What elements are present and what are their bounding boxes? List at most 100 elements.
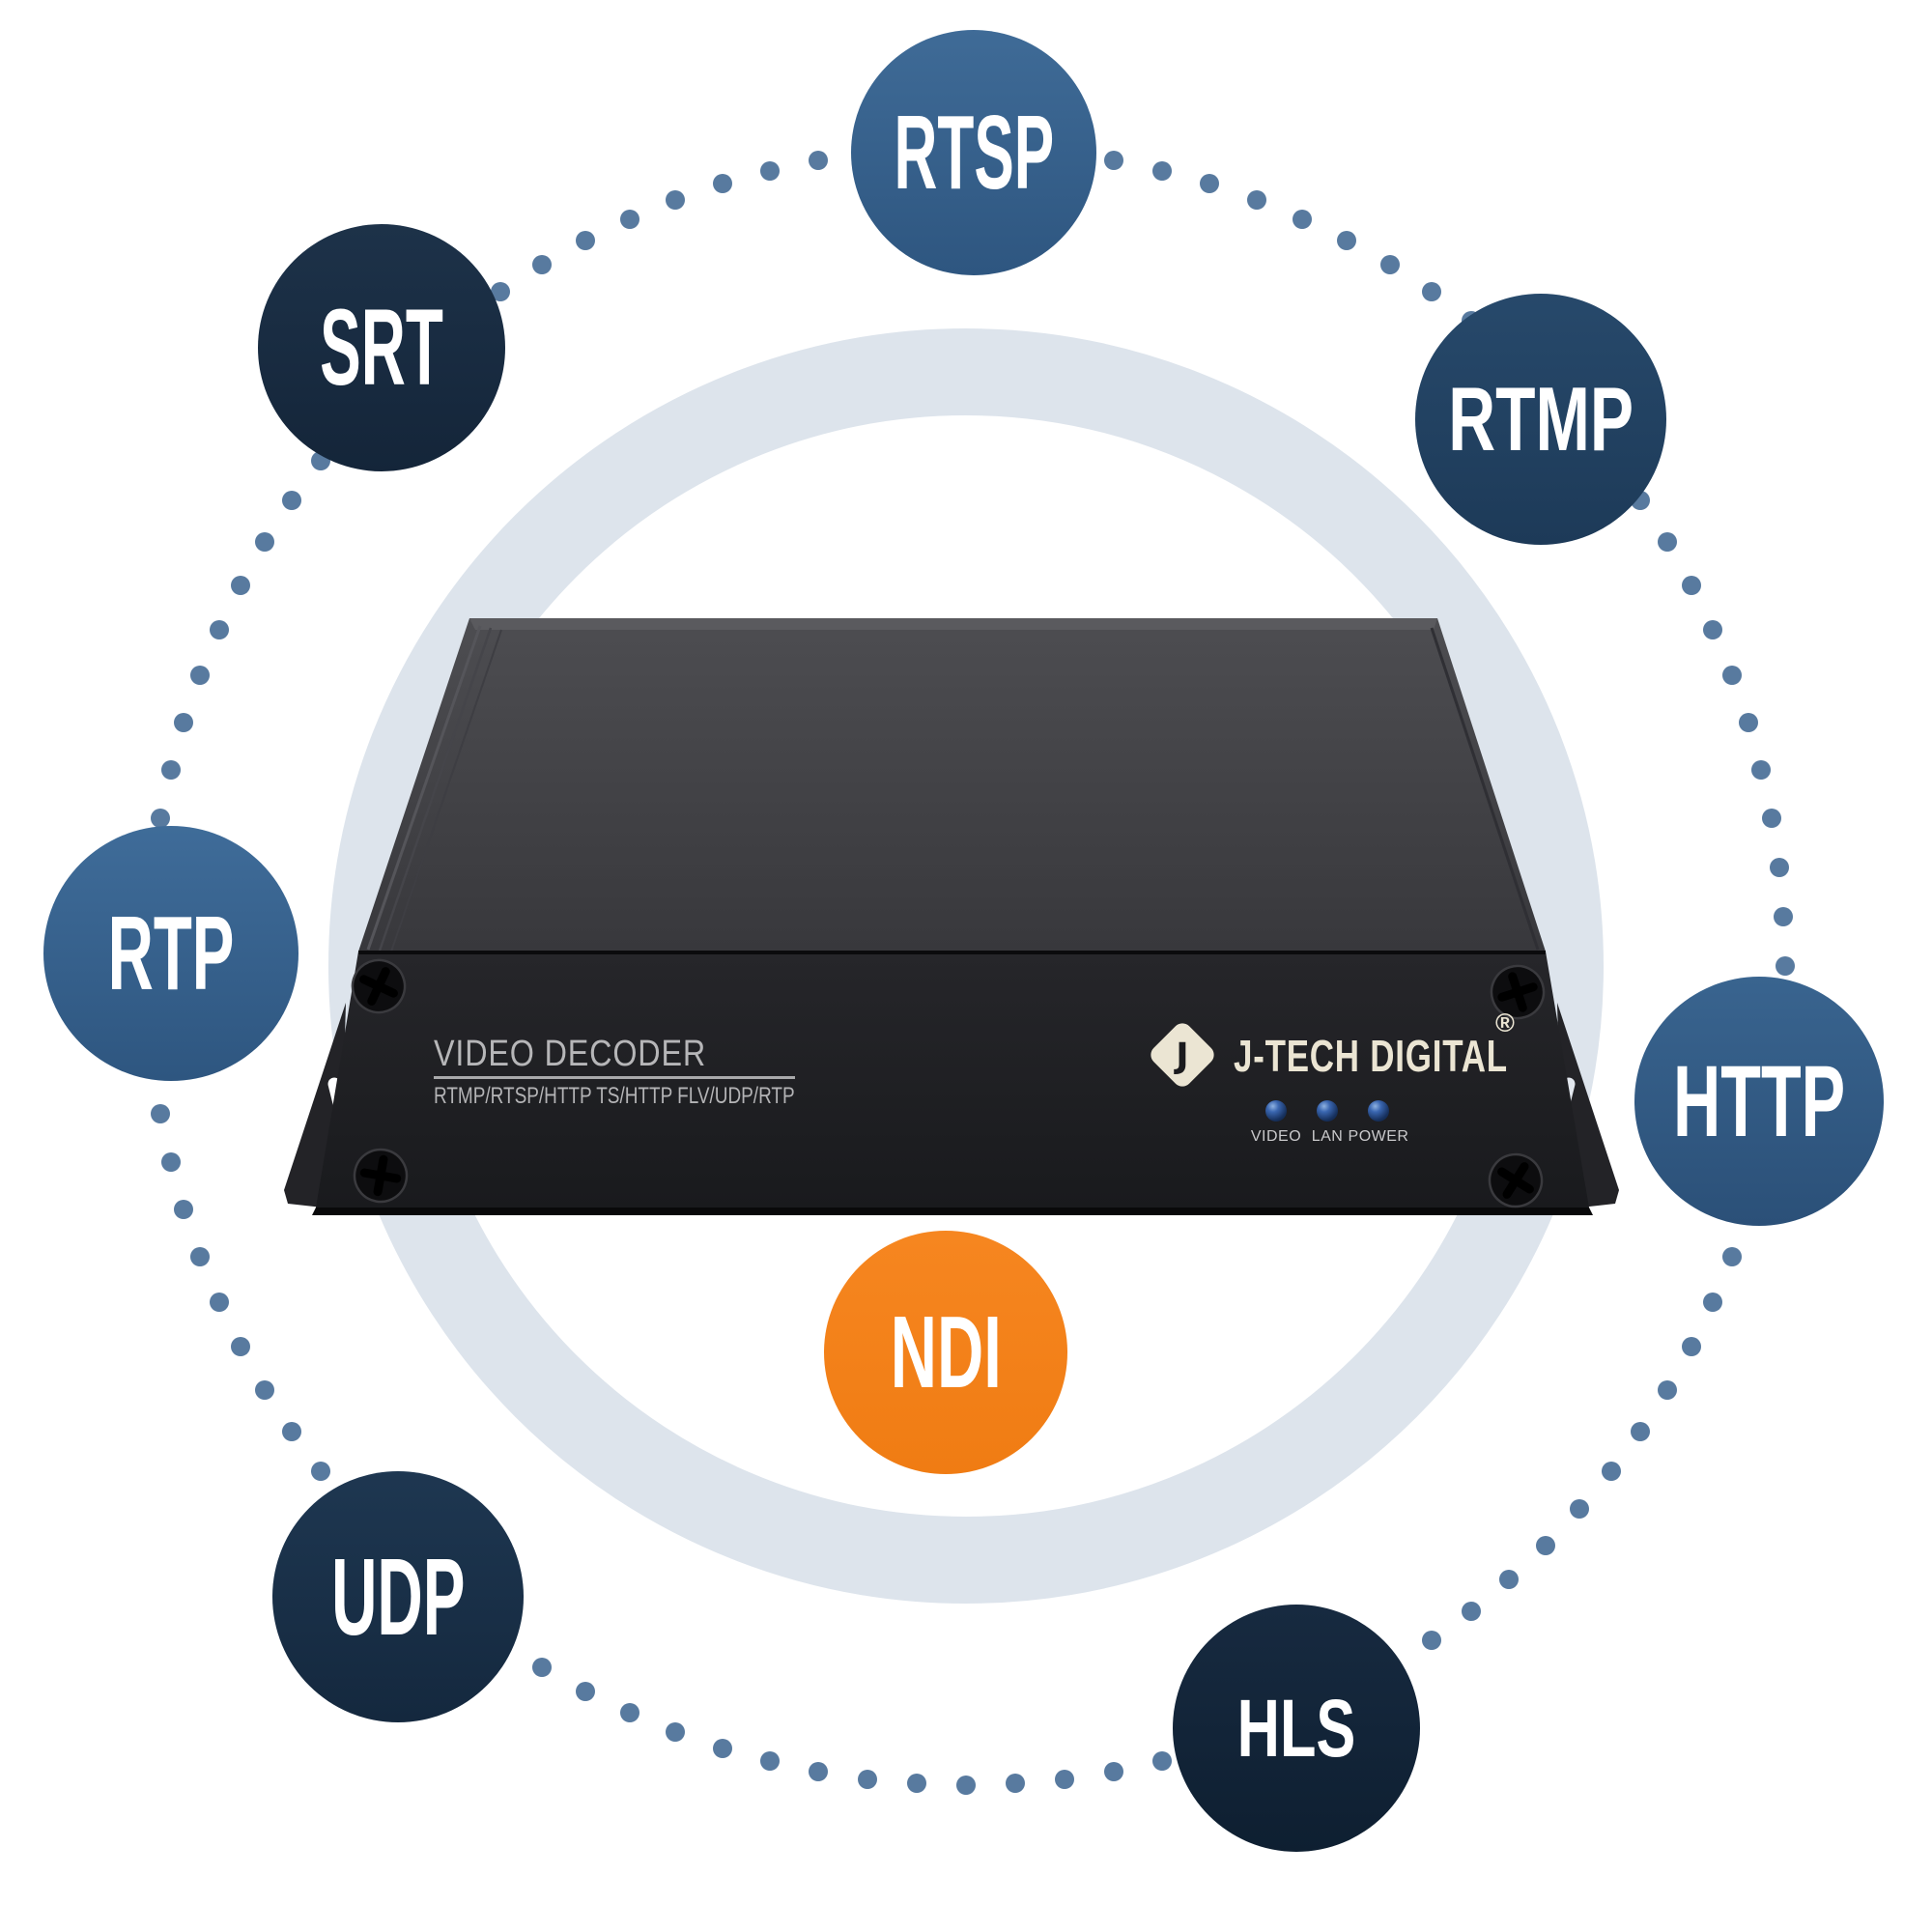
ring-dot <box>231 1337 251 1357</box>
ring-dot <box>160 1151 181 1172</box>
brand-name: J-TECH DIGITAL <box>1234 1031 1508 1081</box>
ring-dot <box>150 1103 170 1123</box>
ring-dot <box>1630 1421 1650 1441</box>
ring-dot <box>311 1461 331 1481</box>
ring-dot <box>1006 1774 1026 1794</box>
ring-dot <box>1703 1293 1723 1313</box>
ring-dot <box>1246 190 1266 211</box>
lan-led-label: LAN <box>1311 1128 1344 1145</box>
protocol-label: RTMP <box>1448 368 1634 469</box>
ring-dot <box>1721 1246 1742 1266</box>
brand-mark-letter: J <box>1173 1037 1188 1076</box>
ring-dot <box>575 231 595 251</box>
ring-dot <box>760 1751 781 1772</box>
protocol-badge-rtsp: RTSP <box>851 30 1096 275</box>
ring-dot <box>760 160 781 181</box>
ring-dot <box>956 1776 976 1795</box>
power-led-label: POWER <box>1348 1128 1409 1145</box>
ring-dot <box>160 760 181 781</box>
protocol-badge-http: HTTP <box>1634 977 1884 1226</box>
panel-subtitle: RTMP/RTSP/HTTP TS/HTTP FLV/UDP/RTP <box>434 1083 795 1109</box>
ring-dot <box>282 1421 302 1441</box>
ring-dot <box>255 1379 275 1400</box>
ring-dot <box>255 532 275 553</box>
ring-dot <box>209 619 229 639</box>
ring-dot <box>1535 1535 1555 1555</box>
ring-dot <box>1774 906 1794 926</box>
registered-trademark-symbol: ® <box>1495 1009 1515 1037</box>
ring-dot <box>1721 666 1742 686</box>
device-back-edge-highlight <box>469 618 1437 630</box>
ring-dot <box>666 190 686 211</box>
lan-led-icon <box>1317 1100 1338 1122</box>
ring-dot <box>190 666 211 686</box>
protocol-label: NDI <box>890 1295 1002 1409</box>
ring-dot <box>1293 209 1313 229</box>
ring-dot <box>1421 1630 1441 1650</box>
ring-dot <box>619 209 639 229</box>
protocol-badge-udp: UDP <box>272 1471 524 1722</box>
ring-dot <box>1103 1762 1123 1782</box>
ring-dot <box>1337 231 1357 251</box>
screw-icon <box>351 958 407 1014</box>
ring-dot <box>1762 809 1782 829</box>
protocol-badge-ndi: NDI <box>824 1231 1067 1474</box>
ring-dot <box>174 712 194 732</box>
ring-dot <box>1151 160 1172 181</box>
ring-dot <box>532 1657 553 1677</box>
ring-dot <box>619 1703 639 1723</box>
protocol-badge-hls: HLS <box>1173 1605 1420 1852</box>
ring-dot <box>231 575 251 595</box>
ring-dot <box>150 809 170 829</box>
ring-dot <box>1499 1569 1520 1589</box>
device-top-face <box>358 618 1546 952</box>
ring-dot <box>190 1246 211 1266</box>
panel-title-underline <box>434 1076 795 1079</box>
protocol-label: RTSP <box>894 93 1054 212</box>
ring-dot <box>1681 575 1701 595</box>
protocol-label: UDP <box>330 1535 466 1658</box>
protocol-label: RTP <box>107 894 235 1012</box>
device-bottom-edge <box>312 1208 1593 1215</box>
ring-dot <box>532 255 553 275</box>
ring-dot <box>712 1738 732 1758</box>
device-front-panel <box>316 952 1589 1208</box>
ring-dot <box>1103 150 1123 170</box>
protocol-badge-rtmp: RTMP <box>1415 294 1666 545</box>
video-led-icon <box>1265 1100 1287 1122</box>
ring-dot <box>906 1774 926 1794</box>
screw-icon <box>1488 1152 1544 1208</box>
ring-dot <box>1751 760 1772 781</box>
ring-dot <box>1461 1601 1481 1621</box>
video-led-label: VIDEO <box>1250 1128 1302 1145</box>
protocol-badge-rtp: RTP <box>43 826 298 1081</box>
protocol-badge-srt: SRT <box>258 224 505 471</box>
protocol-label: HLS <box>1236 1683 1356 1774</box>
ring-dot <box>1200 174 1220 194</box>
ring-dot <box>666 1721 686 1742</box>
ring-dot <box>575 1681 595 1701</box>
screw-icon <box>353 1148 409 1204</box>
protocol-label: HTTP <box>1672 1044 1846 1158</box>
ring-dot <box>209 1293 229 1313</box>
ring-dot <box>1703 619 1723 639</box>
protocol-label: SRT <box>320 287 443 408</box>
ring-dot <box>282 491 302 511</box>
ring-dot <box>1769 857 1789 877</box>
screw-icon <box>1490 964 1546 1020</box>
ring-dot <box>1421 282 1441 302</box>
ring-dot <box>1657 532 1677 553</box>
ring-dot <box>1681 1337 1701 1357</box>
ring-dot <box>1055 1769 1075 1789</box>
ring-dot <box>1151 1751 1172 1772</box>
jtech-diamond-icon: J <box>1151 1023 1214 1087</box>
ring-dot <box>809 150 829 170</box>
ring-dot <box>1738 712 1758 732</box>
ring-dot <box>1657 1379 1677 1400</box>
ring-dot <box>1379 255 1400 275</box>
panel-title: VIDEO DECODER <box>434 1034 707 1074</box>
ring-dot <box>1601 1461 1621 1481</box>
ring-dot <box>491 282 511 302</box>
